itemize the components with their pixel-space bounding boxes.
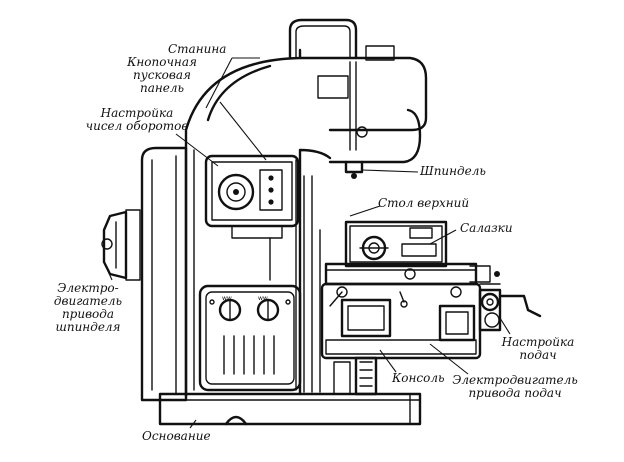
upper-table-drawing [344, 220, 448, 268]
label-base: Основание [142, 429, 211, 443]
dial-mark-left: ww [222, 295, 232, 302]
spindle-motor-drawing [101, 146, 188, 402]
base-drawing [158, 392, 422, 426]
label-stanina: Станина [168, 42, 227, 56]
label-spindle-motor: Электро- двигатель привода шпинделя [53, 281, 123, 334]
label-button-panel: Кнопочная пусковая панель [127, 55, 197, 95]
label-feed-motor: Электродвигатель привода подач [452, 373, 578, 400]
button-panel-drawing [204, 154, 300, 281]
lift-screw-drawing [333, 356, 378, 396]
label-console: Консоль [392, 371, 445, 385]
door-panel-drawing [198, 284, 302, 392]
label-slide: Салазки [460, 221, 513, 235]
label-feed-setting: Настройка подач [501, 335, 575, 362]
feed-handwheel-drawing [478, 271, 542, 332]
dial-mark-right: ww [258, 295, 268, 302]
column-guides-drawing [303, 175, 321, 393]
label-spindle: Шпиндель [420, 164, 486, 178]
console-drawing [320, 282, 482, 360]
head-drawing [288, 18, 428, 179]
label-upper-table: Стол верхний [378, 196, 470, 210]
label-speed-setting: Настройка чисел оборотов [85, 106, 189, 133]
leader-lines [103, 57, 511, 429]
column-drawing [184, 48, 332, 398]
